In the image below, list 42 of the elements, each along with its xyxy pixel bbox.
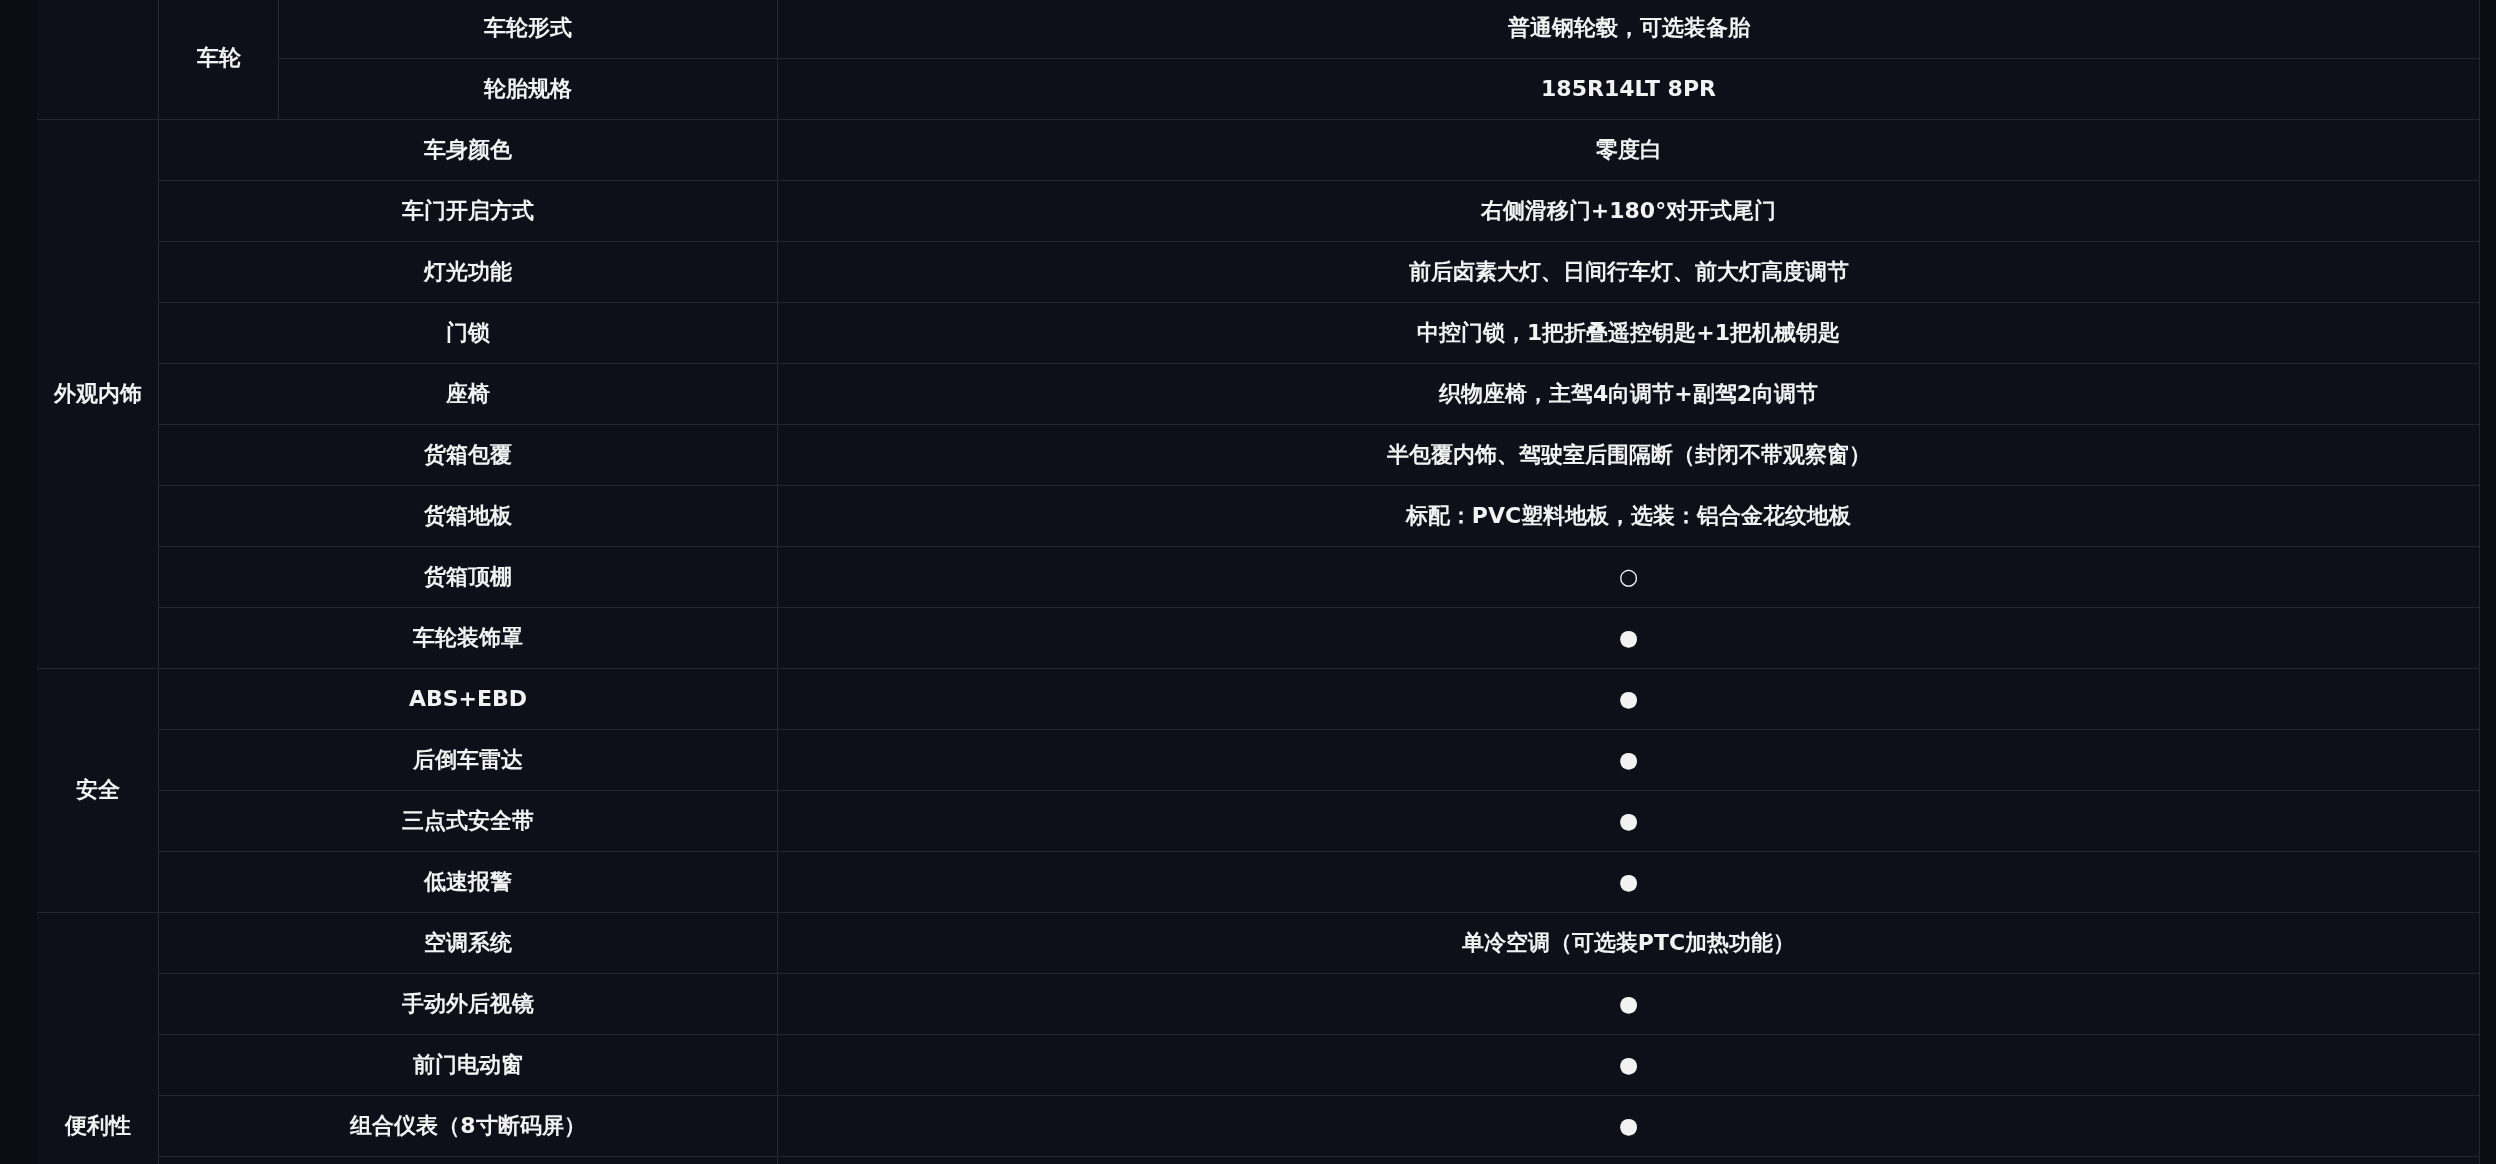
feature-value: 普通钢轮毂，可选装备胎 xyxy=(1507,13,1750,42)
subcategory-label: 车轮装饰罩 xyxy=(413,623,523,652)
feature-value: ● xyxy=(1618,1050,1639,1079)
feature-value: ● xyxy=(1618,623,1639,652)
feature-value: ● xyxy=(1618,806,1639,835)
subcategory-label: ABS+EBD xyxy=(408,684,528,713)
feature-value: 中控门锁，1把折叠遥控钥匙+1把机械钥匙 xyxy=(1416,318,1841,347)
subcategory-label: 灯光功能 xyxy=(424,257,512,286)
subcategory-label: 组合仪表（8寸断码屏） xyxy=(350,1111,586,1140)
category-label: 外观内饰 xyxy=(53,379,142,408)
subcategory-label: 后倒车雷达 xyxy=(413,745,523,774)
subcategory-label: 货箱顶棚 xyxy=(424,562,512,591)
feature-value: ● xyxy=(1618,1111,1639,1140)
feature-value: 织物座椅，主驾4向调节+副驾2向调节 xyxy=(1438,379,1819,408)
subcategory-label: 座椅 xyxy=(446,379,490,408)
feature-value: ● xyxy=(1618,867,1639,896)
subcategory-label: 货箱包覆 xyxy=(424,440,512,469)
feature-value: ● xyxy=(1618,684,1639,713)
subcategory-label: 车门开启方式 xyxy=(402,196,534,225)
subcategory-label: 三点式安全带 xyxy=(402,806,534,835)
feature-value: 标配：PVC塑料地板，选装：铝合金花纹地板 xyxy=(1405,501,1852,530)
subcategory-label: 低速报警 xyxy=(424,867,512,896)
subcategory-label: 门锁 xyxy=(446,318,490,347)
category-label: 安全 xyxy=(75,776,120,804)
feature-value: 右侧滑移门+180°对开式尾门 xyxy=(1480,196,1777,225)
category-label: 便利性 xyxy=(64,1111,131,1140)
subcategory-label: 货箱地板 xyxy=(424,501,512,530)
feature-name: 轮胎规格 xyxy=(484,74,572,103)
subcategory-label: 手动外后视镜 xyxy=(402,989,534,1018)
feature-value: 零度白 xyxy=(1595,135,1662,164)
subcategory-label: 车轮 xyxy=(196,44,241,72)
subcategory-label: 空调系统 xyxy=(424,928,512,957)
feature-value: ○ xyxy=(1618,562,1639,591)
feature-value: 半包覆内饰、驾驶室后围隔断（封闭不带观察窗） xyxy=(1386,440,1871,469)
feature-value: 前后卤素大灯、日间行车灯、前大灯高度调节 xyxy=(1408,257,1849,286)
feature-name: 车轮形式 xyxy=(484,13,572,42)
feature-value: ● xyxy=(1618,745,1639,774)
feature-value: 185R14LT 8PR xyxy=(1541,74,1716,103)
subcategory-label: 车身颜色 xyxy=(424,135,512,164)
subcategory-label: 前门电动窗 xyxy=(413,1050,523,1079)
feature-value: ● xyxy=(1618,989,1639,1018)
feature-value: 单冷空调（可选装PTC加热功能） xyxy=(1461,928,1796,957)
